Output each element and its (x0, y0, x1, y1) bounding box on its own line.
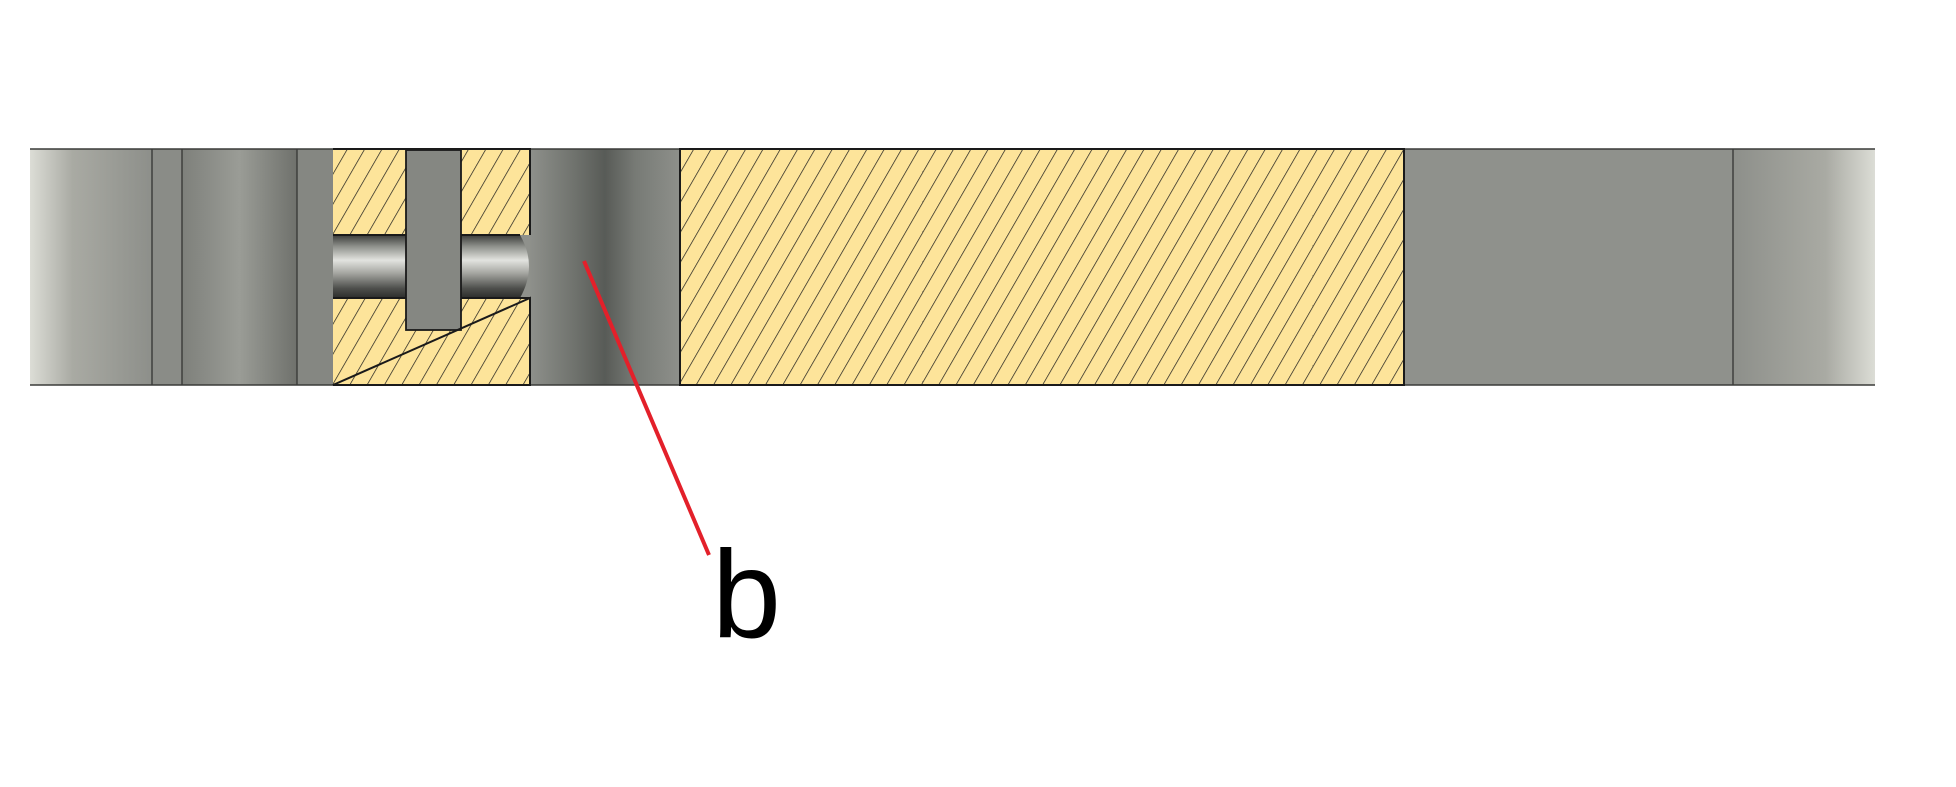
left-section-outline (332, 148, 531, 386)
callout-leader-line (582, 260, 711, 556)
left-section (332, 148, 531, 386)
callout-label: b (712, 526, 781, 664)
key-slot (405, 149, 462, 331)
right-section (679, 148, 1405, 386)
